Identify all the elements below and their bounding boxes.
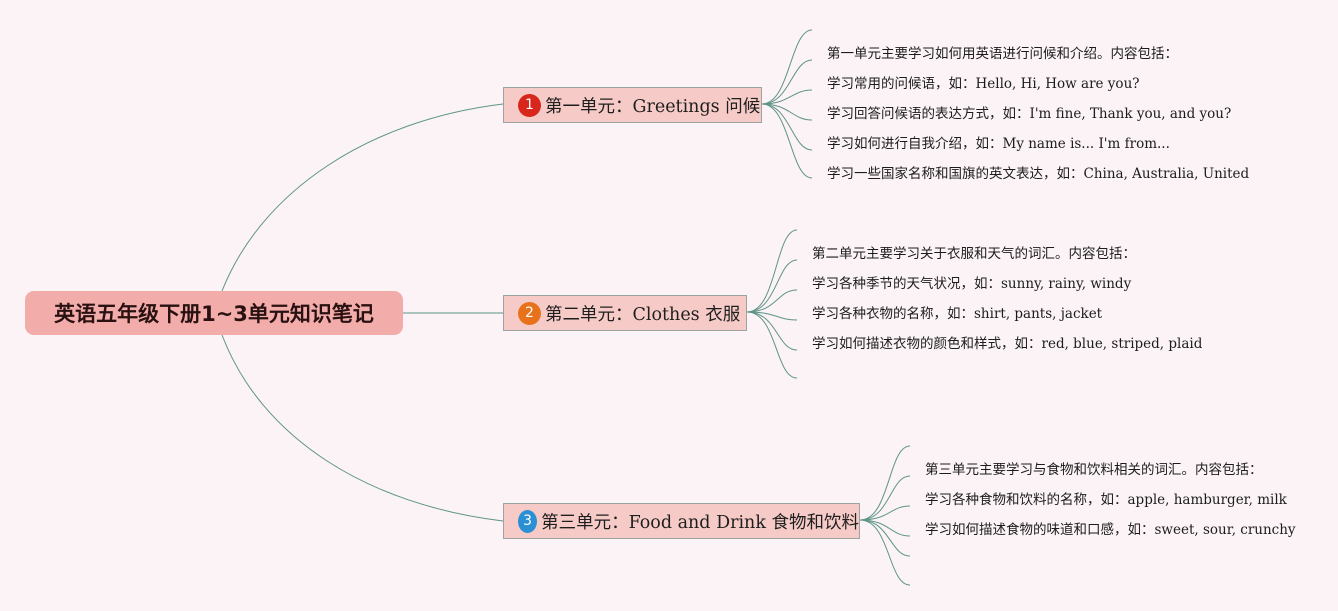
link-unit-3-branch (859, 519, 911, 557)
unit-1-title: 第一单元：Greetings 问候 (545, 96, 761, 117)
unit-3-title: 第三单元：Food and Drink 食物和饮料 (541, 512, 859, 533)
unit-1-note[interactable]: 学习如何进行自我介绍，如：My name is... I'm from... (827, 136, 1170, 152)
link-unit-1-branch (761, 89, 813, 105)
root-topic-title: 英语五年级下册1~3单元知识笔记 (54, 302, 374, 326)
root-topic[interactable]: 英语五年级下册1~3单元知识笔记 (25, 291, 403, 335)
unit-2-note[interactable]: 学习如何描述衣物的颜色和样式，如：red, blue, striped, pla… (812, 336, 1203, 352)
unit-3-note-intro[interactable]: 第三单元主要学习与食物和饮料相关的词汇。内容包括： (925, 462, 1263, 478)
link-unit-2-branch (746, 311, 798, 379)
link-root-unit-3 (221, 334, 504, 522)
link-unit-2-branch (746, 259, 798, 313)
link-unit-3-branch (859, 445, 911, 521)
unit-2-title: 第二单元：Clothes 衣服 (545, 304, 741, 325)
link-unit-2-branch (746, 311, 798, 351)
number-2-badge-icon: 2 (518, 301, 541, 325)
number-1-badge-icon: 1 (518, 93, 541, 117)
unit-3-note[interactable]: 学习各种食物和饮料的名称，如：apple, hamburger, milk (925, 492, 1287, 508)
unit-2-note[interactable]: 学习各种衣物的名称，如：shirt, pants, jacket (812, 306, 1103, 322)
link-unit-1-branch (761, 103, 813, 151)
link-unit-1-branch (761, 29, 813, 105)
link-unit-2-branch (746, 229, 798, 313)
unit-1-note[interactable]: 学习回答问候语的表达方式，如：I'm fine, Thank you, and … (827, 106, 1232, 122)
link-unit-1-branch (761, 103, 813, 121)
unit-1-note[interactable]: 学习常用的问候语，如：Hello, Hi, How are you? (827, 76, 1140, 92)
link-unit-1-branch (761, 59, 813, 105)
unit-3-topic[interactable]: 3 第三单元：Food and Drink 食物和饮料 (503, 503, 860, 539)
link-unit-3-branch (859, 519, 911, 586)
unit-2-note-intro[interactable]: 第二单元主要学习关于衣服和天气的词汇。内容包括： (812, 246, 1136, 262)
link-unit-3-branch (859, 505, 911, 521)
unit-2-topic[interactable]: 2 第二单元：Clothes 衣服 (503, 295, 747, 331)
unit-1-note[interactable]: 学习一些国家名称和国旗的英文表达，如：China, Australia, Uni… (827, 166, 1250, 182)
unit-1-note-intro[interactable]: 第一单元主要学习如何用英语进行问候和介绍。内容包括： (827, 46, 1178, 62)
number-3-badge-icon: 3 (518, 509, 538, 533)
link-root-unit-1 (221, 103, 504, 292)
link-unit-3-branch (859, 475, 911, 521)
unit-1-topic[interactable]: 1 第一单元：Greetings 问候 (503, 87, 762, 123)
link-unit-1-branch (761, 103, 813, 179)
unit-3-note[interactable]: 学习如何描述食物的味道和口感，如：sweet, sour, crunchy (925, 522, 1296, 538)
link-unit-2-branch (746, 289, 798, 313)
unit-2-note[interactable]: 学习各种季节的天气状况，如：sunny, rainy, windy (812, 276, 1132, 292)
